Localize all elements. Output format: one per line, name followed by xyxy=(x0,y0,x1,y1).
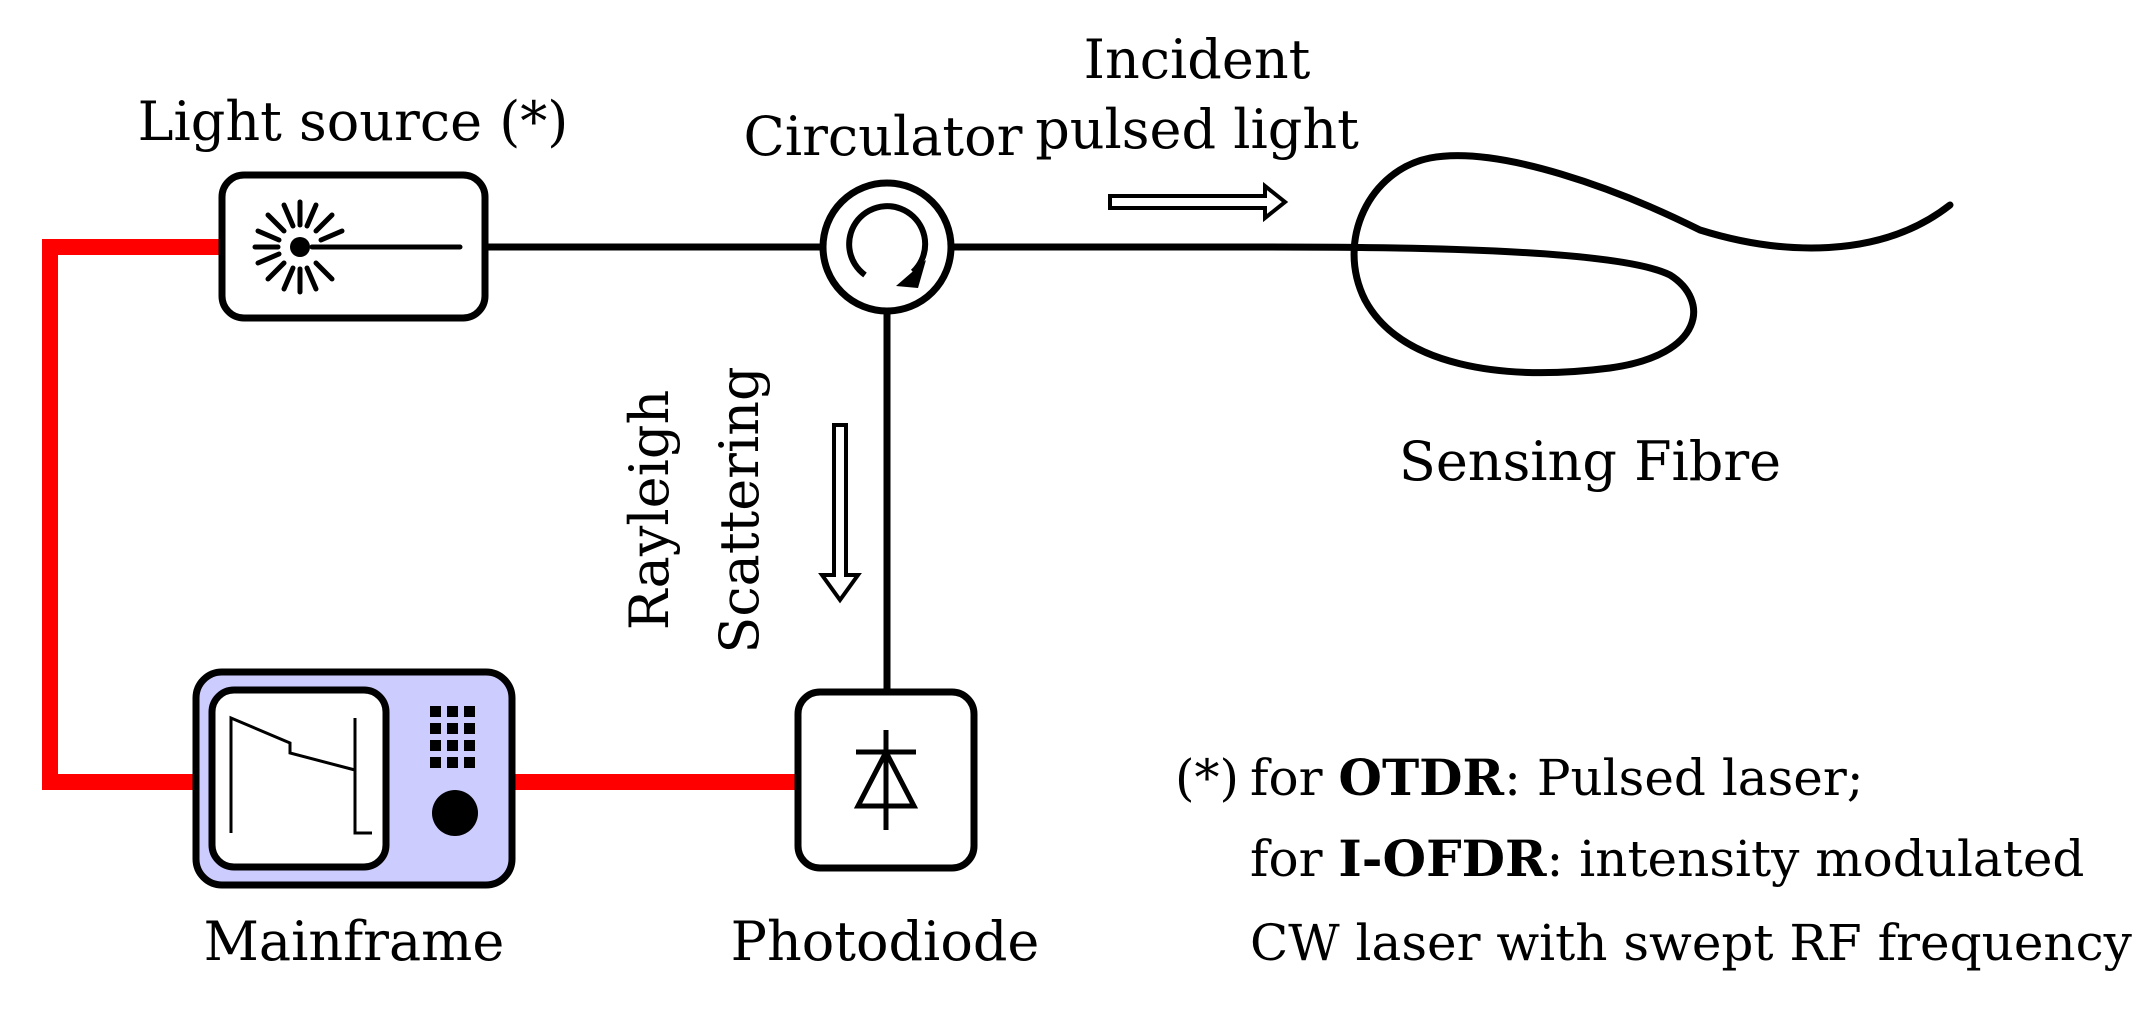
circulator-body xyxy=(819,179,955,315)
circulator-arrowhead xyxy=(896,260,926,288)
red-link-source-to-mainframe xyxy=(42,239,222,790)
otdr-trace xyxy=(229,715,372,835)
footnote-marker: (*) xyxy=(1175,749,1239,807)
laser-icon xyxy=(252,199,463,295)
knob-icon xyxy=(432,790,478,836)
label-incident-line1: Incident xyxy=(1084,28,1311,91)
incident-arrow-icon xyxy=(1108,181,1289,223)
footnote: (*) for OTDR: Pulsed laser; for I-OFDR: … xyxy=(1175,748,2133,972)
label-photodiode: Photodiode xyxy=(731,910,1040,973)
label-circulator: Circulator xyxy=(744,105,1023,168)
keypad-icon xyxy=(430,706,475,768)
circulator xyxy=(819,179,955,315)
footnote-line1: for OTDR: Pulsed laser; xyxy=(1250,748,1864,807)
label-rayleigh-line1: Rayleigh xyxy=(618,390,681,630)
label-incident-line2: pulsed light xyxy=(1035,98,1359,161)
label-rayleigh-line2: Scattering xyxy=(708,366,771,653)
label-sensing-fibre: Sensing Fibre xyxy=(1399,430,1781,493)
sensing-fibre-coil xyxy=(946,152,1954,377)
circulator-arrow-icon xyxy=(846,203,929,278)
mainframe-screen xyxy=(208,686,390,871)
footnote-line3: CW laser with swept RF frequency xyxy=(1250,914,2133,972)
label-light-source: Light source (*) xyxy=(138,90,569,153)
mainframe xyxy=(192,668,516,889)
diode-icon xyxy=(853,730,919,830)
label-mainframe: Mainframe xyxy=(204,910,505,973)
rayleigh-arrow-icon xyxy=(818,423,862,604)
photodiode xyxy=(794,688,978,872)
footnote-line2: for I-OFDR: intensity modulated xyxy=(1250,829,2084,888)
light-source xyxy=(218,171,489,322)
